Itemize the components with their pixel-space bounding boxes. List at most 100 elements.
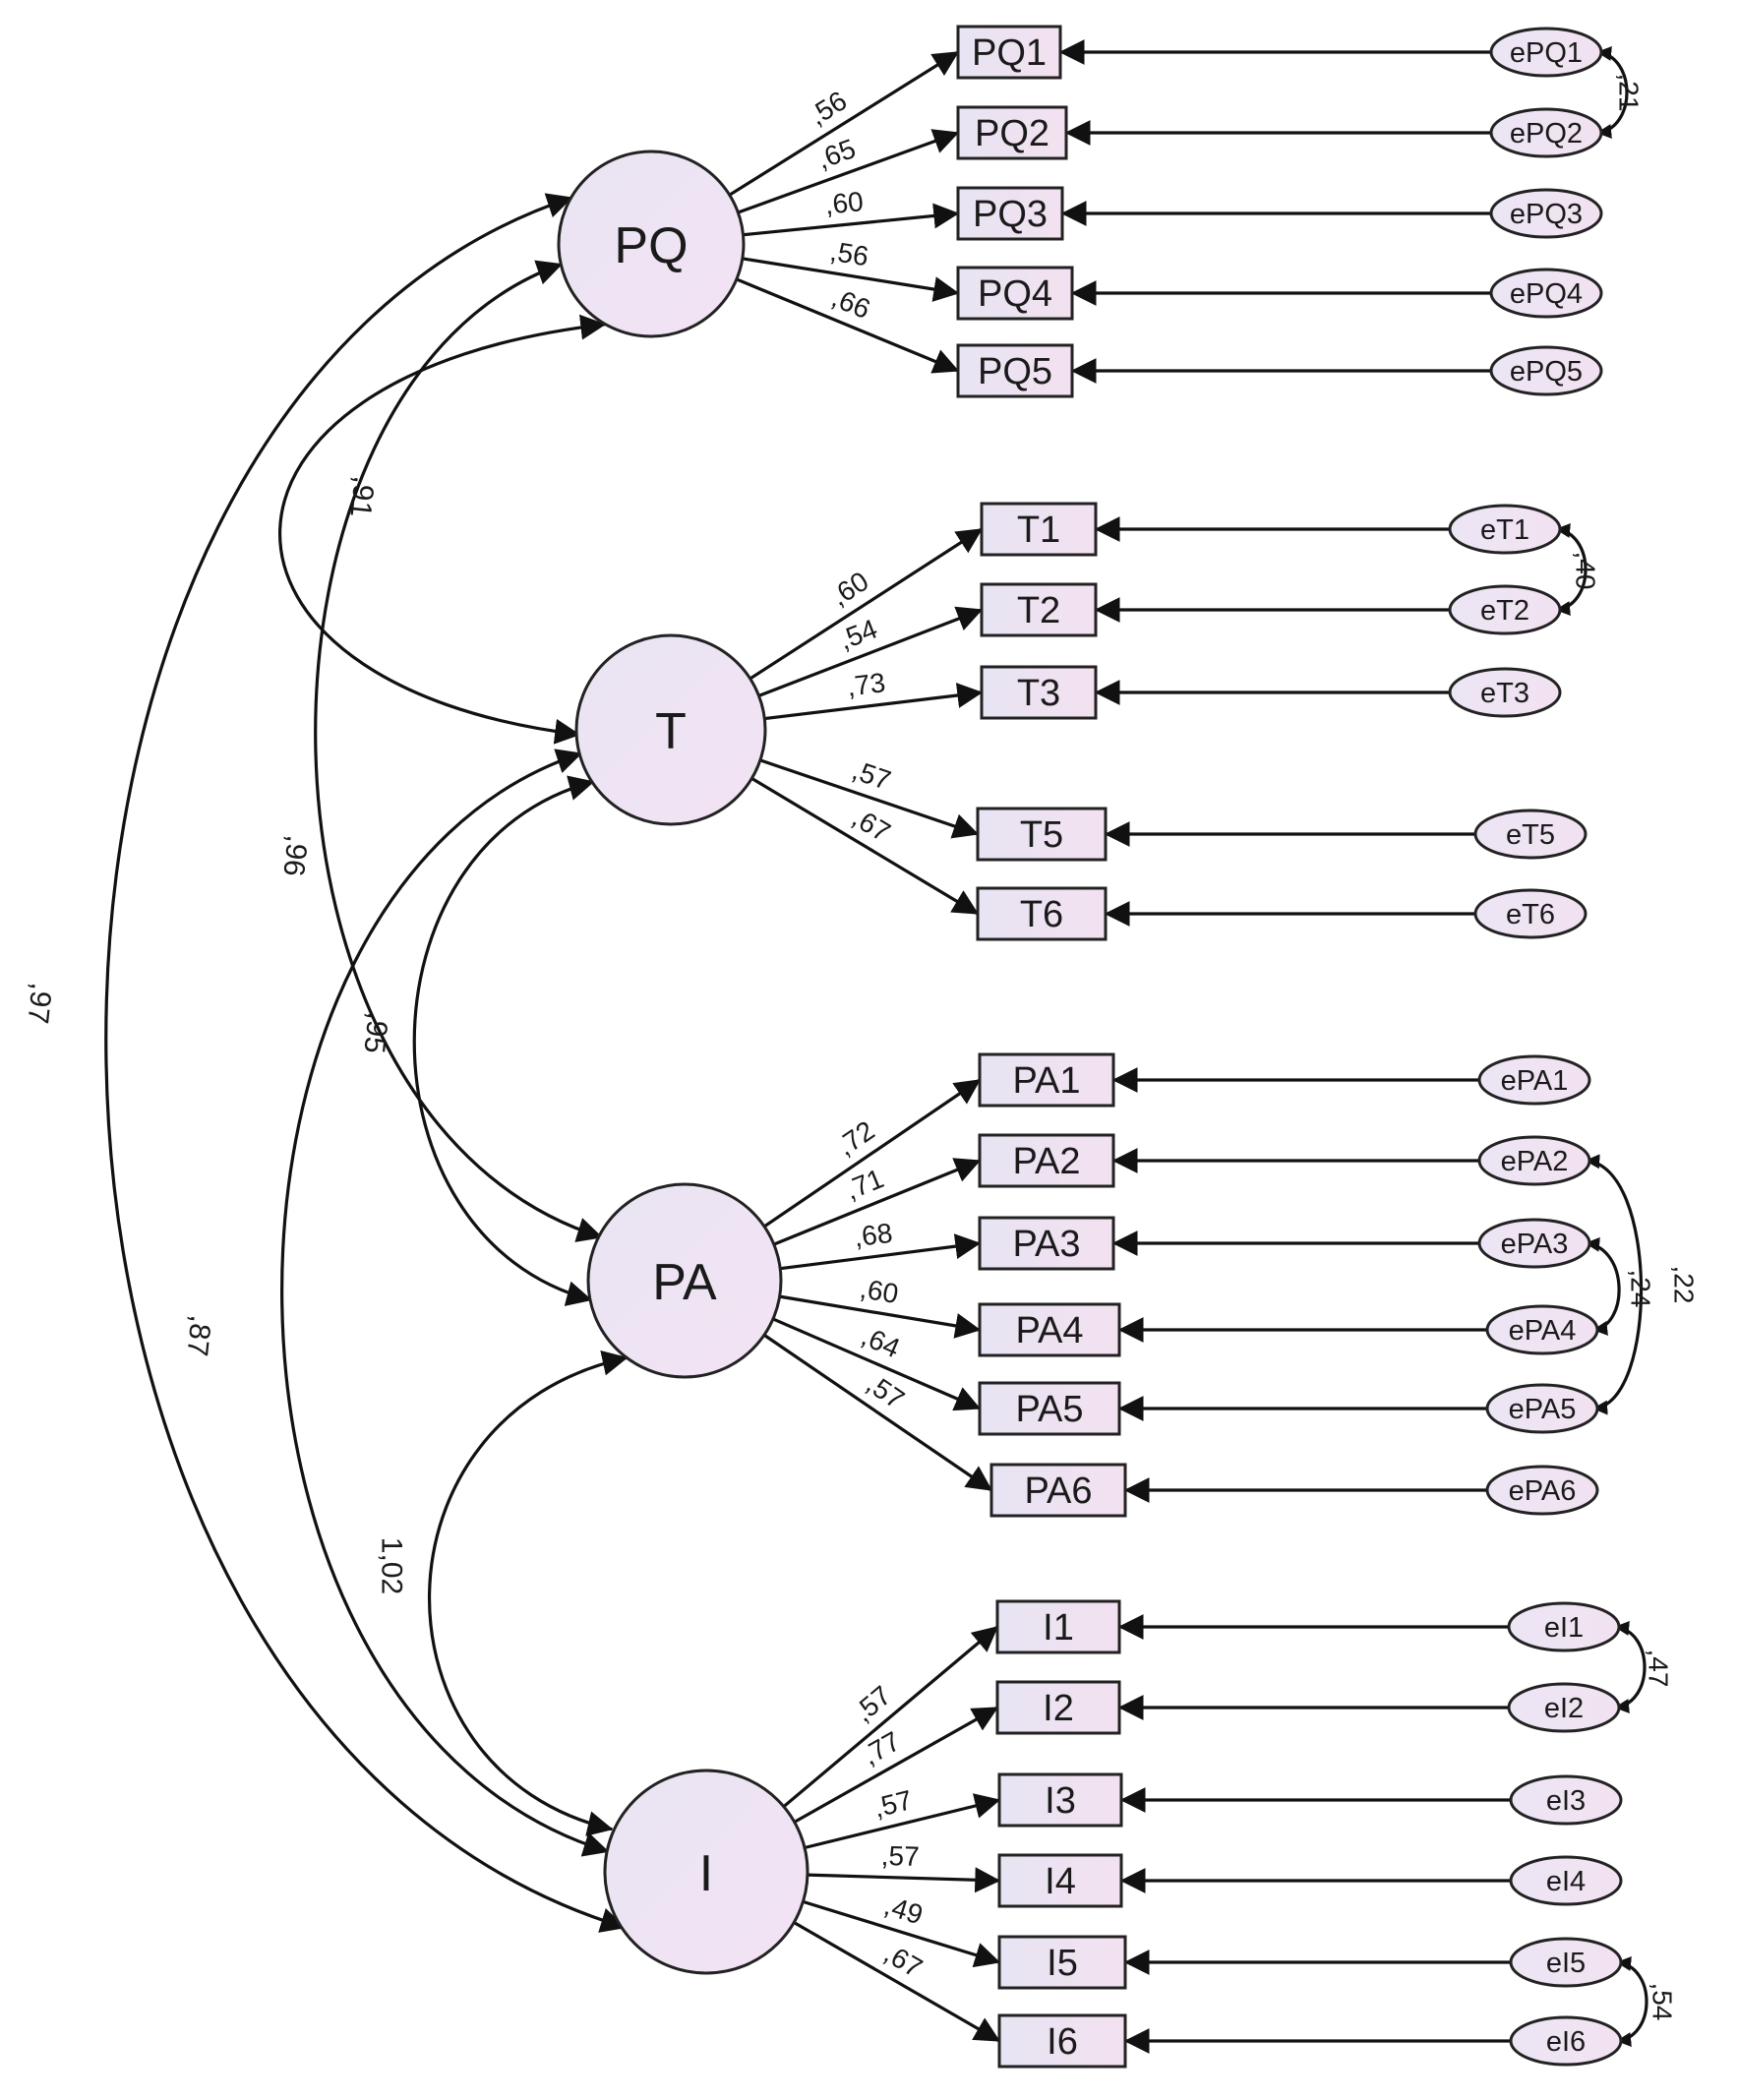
error-label: ePA2 [1501, 1146, 1569, 1177]
indicator-i3: I3 [997, 1772, 1123, 1828]
loading-label-t3: ,73 [845, 667, 886, 701]
error-label: eI4 [1546, 1866, 1586, 1897]
indicator-box [976, 886, 1108, 941]
error-covariance-label-epa3-epa4: ,24 [1626, 1270, 1656, 1308]
indicator-box [995, 1599, 1121, 1654]
error-label: eI1 [1544, 1612, 1584, 1644]
latent-pa: PA [586, 1182, 783, 1379]
loading-path-t3 [764, 683, 984, 721]
error-epa2: ePA2 [1477, 1135, 1591, 1186]
indicator-pq4: PQ4 [956, 266, 1074, 321]
error-epq4: ePQ4 [1489, 268, 1603, 319]
indicator-box [956, 25, 1062, 80]
loading-label-pq4: ,56 [828, 236, 870, 272]
loading-label-pa4: ,60 [858, 1273, 901, 1309]
indicator-label: T6 [1020, 894, 1063, 935]
indicator-label: PA1 [1012, 1060, 1080, 1102]
loading-path-pq1 [728, 50, 960, 197]
indicator-pq3: PQ3 [956, 186, 1064, 241]
indicator-label: PA3 [1012, 1224, 1080, 1265]
error-covariance-path-epa3-epa4 [1585, 1236, 1621, 1336]
indicator-label: PQ1 [972, 32, 1047, 74]
correlation-label-t-pa: ,95 [357, 1011, 393, 1055]
indicator-box [980, 582, 1098, 637]
error-label: ePA4 [1509, 1315, 1577, 1347]
indicator-box [989, 1463, 1127, 1518]
indicator-box [956, 105, 1068, 160]
error-ellipse [1507, 1601, 1621, 1652]
error-covariance-path-et1-et2 [1555, 522, 1588, 617]
loading-path-t2 [757, 606, 984, 697]
indicator-box [997, 1772, 1123, 1828]
latent-label: PQ [614, 217, 688, 274]
error-ellipse [1448, 504, 1562, 555]
error-epq1: ePQ1 [1489, 27, 1603, 78]
correlation-label-pq-pa: ,96 [276, 834, 313, 878]
error-label: eI6 [1546, 2026, 1586, 2058]
latent-pq: PQ [557, 150, 746, 338]
loading-path-i2 [793, 1706, 999, 1824]
indicator-pa5: PA5 [978, 1381, 1121, 1436]
error-ellipse [1477, 1054, 1591, 1106]
loading-label-t5: ,57 [849, 754, 895, 796]
indicator-pq5: PQ5 [956, 343, 1074, 398]
latent-t: T [574, 633, 767, 826]
error-covariance-path-ei1-ei2 [1614, 1620, 1647, 1714]
error-covariance-label-epa2-epa5: ,22 [1669, 1266, 1700, 1304]
loading-path-t5 [759, 758, 980, 839]
correlation-label-pq-t: ,91 [343, 475, 380, 519]
indicator-box [980, 665, 1098, 720]
indicator-label: I2 [1043, 1688, 1074, 1729]
error-epa4: ePA4 [1485, 1304, 1599, 1355]
indicator-i1: I1 [995, 1599, 1121, 1654]
latent-circle [586, 1182, 783, 1379]
loading-path-i5 [802, 1899, 1001, 1968]
loading-path-pa4 [779, 1294, 982, 1339]
indicator-t6: T6 [976, 886, 1108, 941]
error-covariance-path-ei5-ei6 [1616, 1955, 1648, 2048]
indicator-box [956, 186, 1064, 241]
error-ei6: eI6 [1509, 2015, 1623, 2067]
error-label: ePA6 [1509, 1475, 1577, 1507]
error-covariance-label-ei5-ei6: ,54 [1648, 1983, 1678, 2021]
indicator-box [978, 1216, 1115, 1271]
indicator-label: T3 [1017, 673, 1060, 714]
error-ellipse [1473, 888, 1588, 939]
error-label: eT2 [1480, 595, 1529, 627]
loading-label-i4: ,57 [880, 1840, 920, 1872]
error-et6: eT6 [1473, 888, 1588, 939]
error-ellipse [1509, 2015, 1623, 2067]
indicator-box [956, 343, 1074, 398]
indicator-pq2: PQ2 [956, 105, 1068, 160]
loading-path-pa2 [773, 1158, 982, 1246]
error-epa5: ePA5 [1485, 1383, 1599, 1434]
indicator-pa3: PA3 [978, 1216, 1115, 1271]
error-ellipse [1489, 188, 1603, 239]
indicator-label: PA2 [1012, 1141, 1080, 1182]
indicator-box [978, 1133, 1115, 1188]
error-covariance-label-et1-et2: ,40 [1571, 552, 1601, 590]
error-epq5: ePQ5 [1489, 345, 1603, 396]
error-ellipse [1485, 1304, 1599, 1355]
loading-path-pq2 [737, 129, 960, 214]
error-covariance-path-epq1-epq2 [1596, 45, 1629, 140]
error-ellipse [1489, 27, 1603, 78]
correlation-label-pq-i: ,97 [21, 982, 57, 1026]
indicator-box [997, 1853, 1123, 1908]
error-et2: eT2 [1448, 584, 1562, 635]
loading-label-i1: ,57 [848, 1680, 897, 1728]
error-et5: eT5 [1473, 809, 1588, 860]
error-ellipse [1509, 1937, 1623, 1988]
loading-path-i1 [782, 1625, 999, 1808]
error-label: ePQ4 [1510, 278, 1583, 310]
error-ellipse [1477, 1135, 1591, 1186]
error-label: eT3 [1480, 678, 1529, 709]
indicator-pa1: PA1 [978, 1052, 1115, 1108]
loading-path-pa6 [763, 1333, 993, 1492]
labels-layer: ,56,65,60,56,66,60,54,73,57,67,72,71,68,… [21, 74, 1699, 2021]
indicator-label: PA5 [1015, 1389, 1083, 1430]
indicator-pa6: PA6 [989, 1463, 1127, 1518]
indicator-box [995, 1680, 1121, 1735]
indicator-i5: I5 [997, 1935, 1127, 1990]
